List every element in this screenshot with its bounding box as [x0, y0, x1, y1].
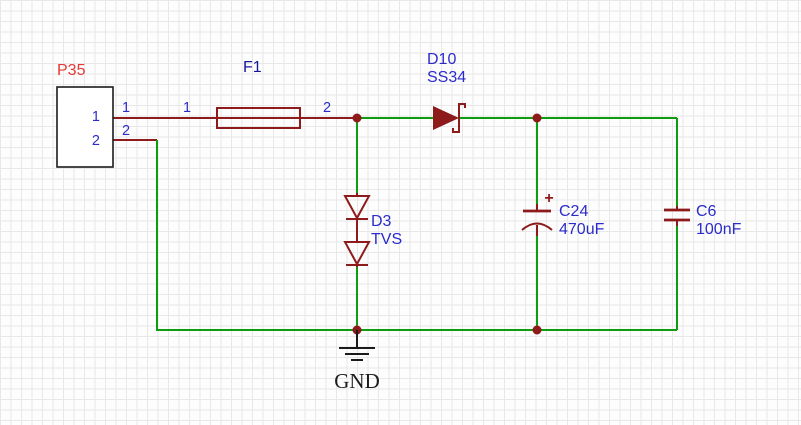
diode-triangle[interactable] — [433, 106, 459, 130]
ground-glyph[interactable] — [339, 330, 375, 361]
tvs-designator: D3 — [371, 213, 392, 230]
fuse-pin1-number: 1 — [183, 100, 191, 116]
fuse-designator: F1 — [243, 59, 262, 76]
ceramic-cap-c6[interactable]: C6 100nF — [664, 203, 742, 238]
diode-part-number: SS34 — [427, 69, 466, 86]
fuse-pin2-number: 2 — [323, 100, 331, 116]
schottky-diode-d10[interactable]: D10 SS34 — [427, 51, 466, 133]
wires — [113, 117, 678, 331]
net1-label: 1 — [122, 100, 130, 116]
connector-pin2-number: 2 — [92, 133, 100, 149]
junction-dot — [532, 325, 542, 335]
tvs-part: TVS — [371, 231, 402, 248]
c24-designator: C24 — [559, 203, 588, 220]
net2-label: 2 — [122, 123, 130, 139]
junction-dot — [532, 113, 542, 123]
tvs-diode-d3[interactable]: D3 TVS — [343, 193, 402, 267]
connector-pin1-number: 1 — [92, 109, 100, 125]
wire-ground-rail[interactable] — [156, 140, 677, 331]
junction-dot — [352, 113, 362, 123]
ground-label: GND — [334, 369, 380, 393]
c6-designator: C6 — [696, 203, 717, 220]
tvs-triangle-top[interactable] — [343, 195, 371, 221]
c24-polarity-mark: + — [544, 190, 553, 207]
diode-schottky-bar[interactable] — [452, 103, 466, 133]
electrolytic-cap-c24[interactable]: + C24 470uF — [521, 190, 605, 238]
fuse-f1[interactable]: F1 1 2 — [183, 59, 331, 129]
c24-value: 470uF — [559, 221, 605, 238]
c24-bottom-plate[interactable] — [521, 222, 553, 231]
fuse-body[interactable] — [216, 107, 301, 129]
ground-symbol[interactable]: GND — [334, 330, 380, 393]
tvs-triangle-bottom[interactable] — [343, 241, 371, 267]
connector-body[interactable] — [56, 86, 114, 168]
connector-designator: P35 — [57, 62, 86, 79]
diode-designator: D10 — [427, 51, 456, 68]
c6-value: 100nF — [696, 221, 742, 238]
connector-p35[interactable]: 1 2 P35 — [56, 62, 114, 168]
